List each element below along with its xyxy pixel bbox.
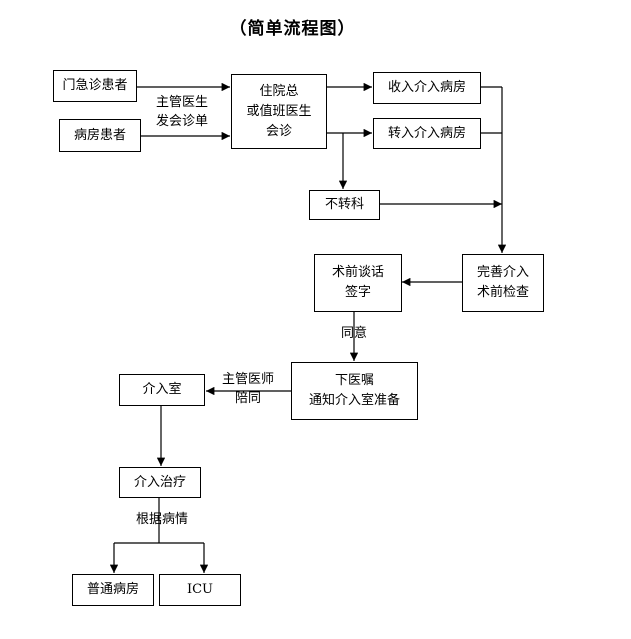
node-admit-interventional: 收入介入病房 [373,72,481,104]
node-intervention-room: 介入室 [119,374,205,406]
node-complete-exam-label: 完善介入 术前检查 [476,265,529,300]
node-resident-consult: 住院总 或值班医生 会诊 [231,74,327,149]
node-outpatient: 门急诊患者 [53,70,137,102]
node-ward-patient-label: 病房患者 [73,127,126,143]
node-intervention-treatment-label: 介入治疗 [133,474,186,490]
node-admit-interventional-label: 收入介入病房 [387,80,466,95]
node-intervention-treatment: 介入治疗 [119,467,201,498]
edge-label-attending-request: 主管医生 发会诊单 [155,95,208,129]
node-general-ward: 普通病房 [72,574,154,606]
node-doctor-order: 下医嘱 通知介入室准备 [291,362,418,420]
edge-label-attending-accompany: 主管医师 陪同 [221,372,274,406]
node-ward-patient: 病房患者 [59,119,141,152]
node-complete-exam: 完善介入 术前检查 [462,254,544,312]
diagram-title: （简单流程图） [229,19,356,39]
node-preop-talk: 术前谈话 签字 [314,254,402,312]
node-icu: ICU [159,574,241,606]
edge-label-agree: 同意 [340,326,367,341]
node-resident-consult-label: 住院总 或值班医生 会诊 [246,83,312,139]
node-no-transfer-label: 不转科 [324,197,364,212]
node-transfer-interventional-label: 转入介入病房 [387,125,466,141]
node-general-ward-label: 普通病房 [86,582,139,597]
edge-label-by-condition: 根据病情 [135,512,188,527]
node-outpatient-label: 门急诊患者 [62,78,128,93]
node-transfer-interventional: 转入介入病房 [373,118,481,149]
node-doctor-order-label: 下医嘱 通知介入室准备 [308,373,400,408]
node-preop-talk-label: 术前谈话 签字 [331,265,384,300]
node-no-transfer: 不转科 [309,190,380,220]
node-icu-label: ICU [186,582,214,597]
node-intervention-room-label: 介入室 [142,382,182,397]
